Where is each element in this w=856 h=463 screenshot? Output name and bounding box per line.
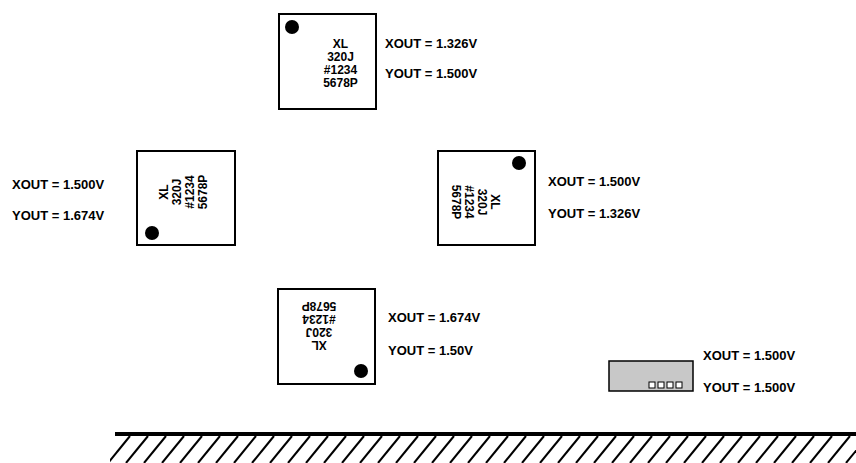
chip-package: XL 320J #1234 5678P [277, 288, 376, 385]
pin1-dot [354, 364, 368, 378]
output-voltage: YOUT = 1.674V [12, 208, 104, 223]
chip-marking: XL 320J #1234 5678P [449, 185, 501, 220]
output-voltage: XOUT = 1.500V [703, 348, 795, 363]
output-voltage: XOUT = 1.674V [388, 310, 480, 325]
output-voltage: XOUT = 1.500V [548, 174, 640, 189]
chip-marking: XL 320J #1234 5678P [158, 175, 210, 210]
ground-hatching [110, 436, 856, 463]
output-voltage: YOUT = 1.50V [388, 343, 473, 358]
chip-marking: XL 320J #1234 5678P [301, 299, 336, 351]
output-voltage: YOUT = 1.326V [548, 206, 640, 221]
output-voltage: XOUT = 1.500V [12, 177, 104, 192]
chip-package: XL 320J #1234 5678P [278, 13, 377, 110]
side-view-package [609, 361, 693, 391]
pin1-dot [512, 156, 526, 170]
output-voltage: XOUT = 1.326V [385, 36, 477, 51]
output-voltage: YOUT = 1.500V [385, 66, 477, 81]
chip-package: XL 320J #1234 5678P [136, 150, 236, 246]
pin1-dot [145, 226, 159, 240]
output-voltage: YOUT = 1.500V [703, 380, 795, 395]
chip-marking: XL 320J #1234 5678P [323, 38, 358, 90]
chip-package: XL 320J #1234 5678P [437, 150, 536, 246]
pin1-dot [285, 20, 299, 34]
ground-line [115, 432, 856, 436]
